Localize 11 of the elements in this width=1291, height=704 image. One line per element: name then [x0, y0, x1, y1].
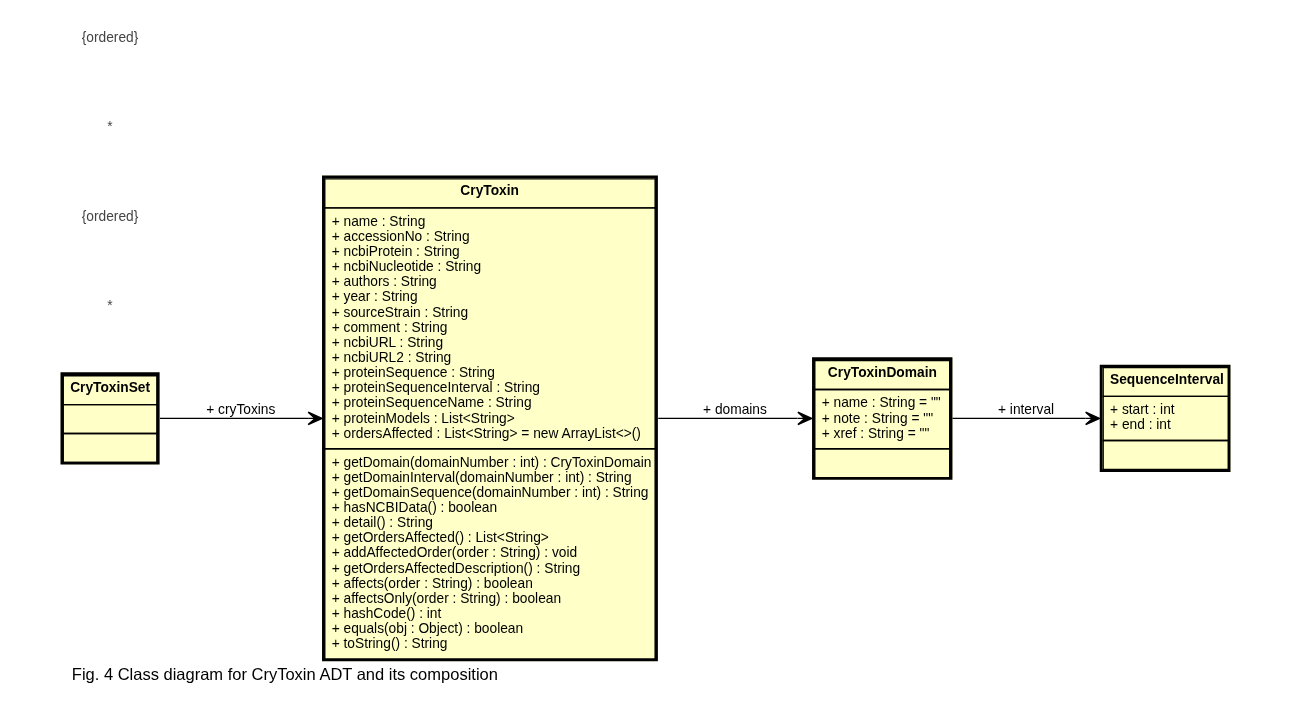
- label: *: [107, 298, 113, 314]
- label: {ordered}: [81, 208, 139, 224]
- arrow: [657, 411, 813, 426]
- edge-label: + domains: [703, 402, 767, 418]
- label: {ordered}: [81, 29, 139, 45]
- caption: Fig. 4 Class diagram for CryToxin ADT and its composition: [71, 665, 498, 684]
- arrow: [159, 411, 323, 426]
- arrow: [951, 411, 1101, 426]
- edge-label: + cryToxins: [206, 402, 276, 418]
- label: *: [107, 119, 113, 135]
- edge-label: + interval: [998, 402, 1055, 418]
